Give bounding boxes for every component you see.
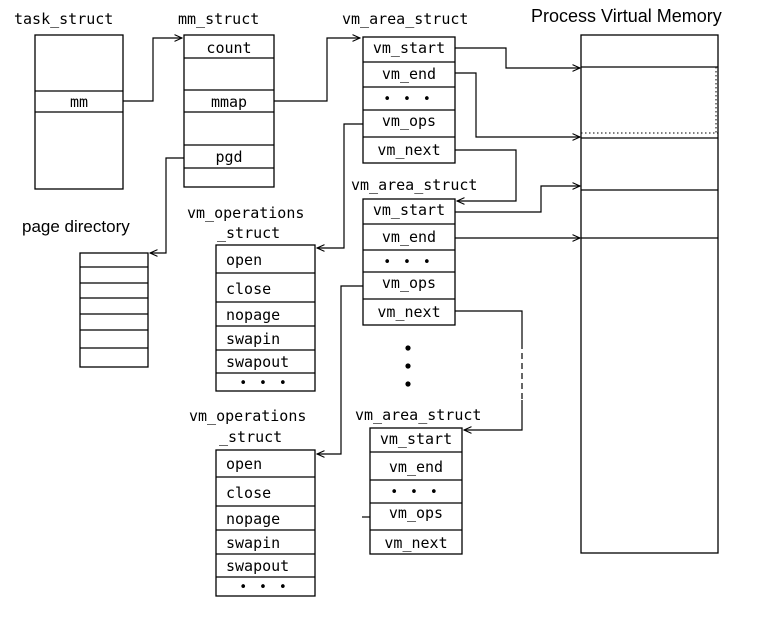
vma3-field-vm-start: vm_start [380,430,452,448]
ops2-field-open: open [226,455,262,473]
arrow-vma1-next-to-vma2 [455,149,517,201]
mm-struct-title: mm_struct [178,10,259,28]
ops2-field-ellipsis: • • • [239,580,290,595]
arrow-mmap-to-vma1 [274,38,360,102]
arrow-vma1-start-to-memory [455,47,580,68]
ops1-field-close: close [226,280,271,298]
vm-area-struct-3-title: vm_area_struct [355,406,481,424]
vma1-field-vm-next: vm_next [377,141,440,159]
arrow-pgd-to-page-directory [150,157,184,253]
arrow-vma1-ops-to-operations [317,123,363,248]
ops2-field-nopage: nopage [226,510,280,528]
vma1-field-vm-start: vm_start [373,39,445,57]
page-directory-box [79,252,149,368]
process-virtual-memory-title: Process Virtual Memory [531,6,722,26]
mm-field-count: count [206,39,251,57]
arrow-vma2-ops-to-operations [317,285,363,454]
vm-operations-struct-1-title: vm_operations [187,204,304,222]
task-struct-box: mm [34,34,124,190]
ops1-field-nopage: nopage [226,306,280,324]
vm-area-struct-2-title: vm_area_struct [351,176,477,194]
arrow-vma2-next-line [455,310,523,343]
arrow-vma1-end-to-memory [455,72,580,137]
vma2-field-vm-next: vm_next [377,303,440,321]
vma2-field-vm-end: vm_end [382,228,436,246]
task-field-mm: mm [70,93,88,111]
task-struct-title: task_struct [14,10,113,28]
ops2-field-close: close [226,484,271,502]
mm-struct-box: count mmap pgd [183,34,275,188]
arrow-vma2-next-to-vma3 [464,400,523,430]
vm-area-struct-2-box: vm_start vm_end • • • vm_ops vm_next [362,198,456,326]
vm-operations-struct-1-title-2: _struct [217,224,280,242]
ops1-field-swapin: swapin [226,330,280,348]
vm-area-struct-1-box: vm_start vm_end • • • vm_ops vm_next [362,36,456,164]
mm-field-pgd: pgd [215,148,242,166]
ops2-field-swapin: swapin [226,534,280,552]
vma2-field-ellipsis: • • • [383,255,434,270]
vma3-field-ellipsis: • • • [390,485,441,500]
vm-operations-struct-2-box: open close nopage swapin swapout • • • [215,449,316,597]
ops1-field-open: open [226,251,262,269]
ops2-field-swapout: swapout [226,557,289,575]
arrow-mm-to-mm-struct [123,38,182,102]
vma3-field-vm-next: vm_next [384,534,447,552]
vm-area-list-continuation [405,345,411,387]
ops1-field-swapout: swapout [226,353,289,371]
vm-operations-struct-2-title-2: _struct [219,428,282,446]
vma3-field-vm-end: vm_end [389,458,443,476]
vma1-field-vm-ops: vm_ops [382,112,436,130]
page-directory-title: page directory [22,217,130,236]
arrow-vma2-start-to-memory [455,186,580,213]
vm-area-struct-1-title: vm_area_struct [342,10,468,28]
vma3-field-vm-ops: vm_ops [389,504,443,522]
vma1-field-ellipsis: • • • [383,92,434,107]
vm-area-struct-3-box: vm_start vm_end • • • vm_ops vm_next [369,427,463,555]
mm-field-mmap: mmap [211,93,247,111]
ops1-field-ellipsis: • • • [239,376,290,391]
vma2-field-vm-start: vm_start [373,201,445,219]
process-virtual-memory-box [580,34,719,554]
vm-operations-struct-1-box: open close nopage swapin swapout • • • [215,244,316,392]
vma1-field-vm-end: vm_end [382,65,436,83]
vm-operations-struct-2-title: vm_operations [189,407,306,425]
vma2-field-vm-ops: vm_ops [382,274,436,292]
